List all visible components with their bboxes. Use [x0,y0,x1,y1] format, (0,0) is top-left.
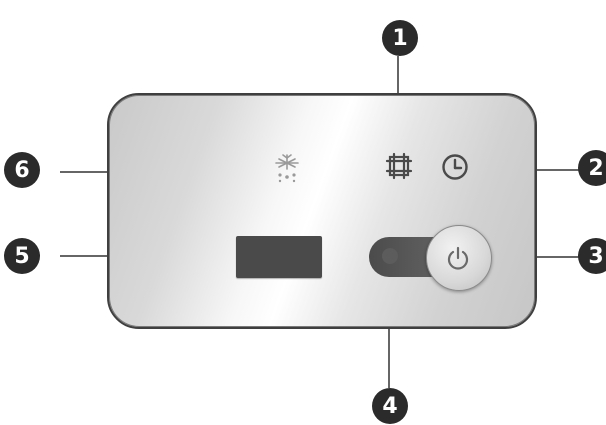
callout-3: 3 [578,238,606,274]
callout-1: 1 [382,20,418,56]
display-window [236,236,322,278]
power-icon [444,244,472,272]
callout-4: 4 [372,388,408,424]
slider-indicator [382,248,398,264]
callout-6: 6 [4,152,40,188]
clock-icon[interactable] [440,152,470,182]
callout-2: 2 [578,150,606,186]
grid-icon[interactable] [385,152,413,180]
snowflake-drip-icon[interactable] [270,152,304,186]
callout-5: 5 [4,238,40,274]
control-panel [107,93,537,329]
